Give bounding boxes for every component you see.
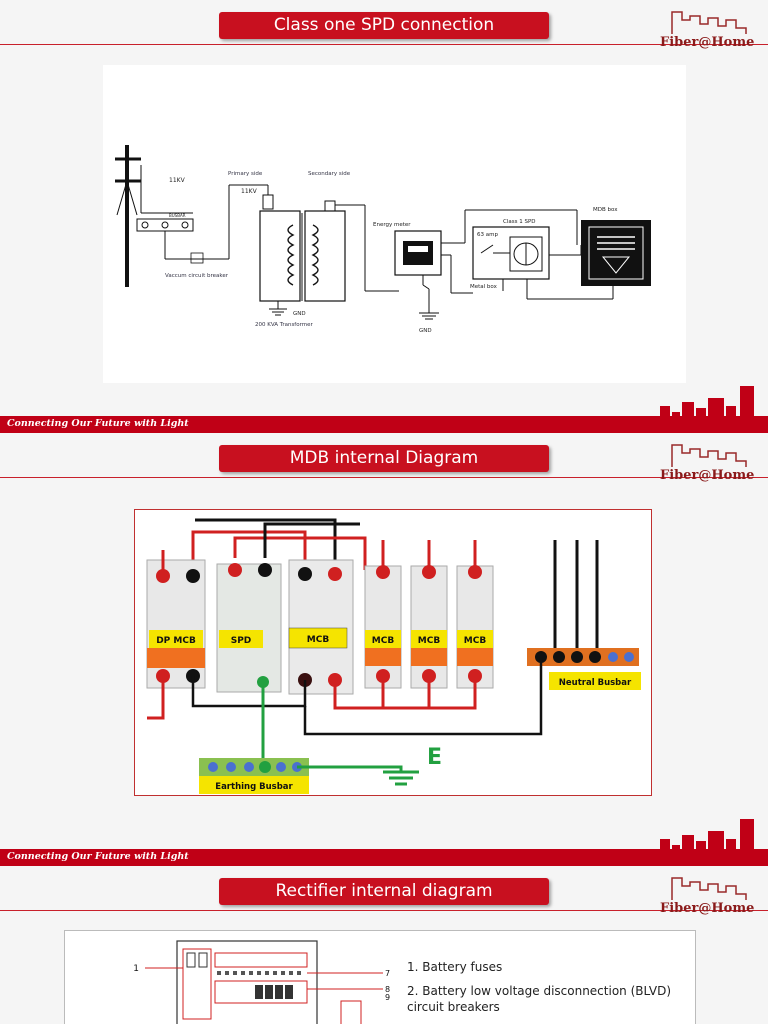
slide-title: MDB internal Diagram xyxy=(219,445,549,472)
spd-label: SPD xyxy=(231,636,252,646)
gnd2-label: GND xyxy=(419,328,432,334)
skyline-icon xyxy=(671,444,747,467)
fiberathome-logo: Fiber@Home xyxy=(660,872,760,922)
title-rule xyxy=(0,44,768,45)
callout-9: 9 xyxy=(385,993,390,1002)
vcb-label: Vaccum circuit breaker xyxy=(165,273,229,279)
slide-rectifier-internal: Rectifier internal diagram Fiber@Home xyxy=(0,866,768,1024)
slide-mdb-internal: MDB internal Diagram Fiber@Home DP MCB xyxy=(0,433,768,866)
class1-spd-label: Class 1 SPD xyxy=(503,219,536,225)
slide-spd-connection: Class one SPD connection Fiber@Home 11KV… xyxy=(0,0,768,433)
rectifier-diagram: 1 7 8 9 1. Battery fuses 2. Battery low … xyxy=(64,930,696,1024)
slide-title: Rectifier internal diagram xyxy=(219,878,549,905)
busbar-label: BUSBAR xyxy=(169,213,186,218)
skyline-icon xyxy=(671,11,747,34)
footer-slogan: Connecting Our Future with Light xyxy=(7,851,189,862)
logo-text: Fiber@Home xyxy=(660,35,755,50)
mcb2-label: MCB xyxy=(418,636,441,646)
slide-title: Class one SPD connection xyxy=(219,12,549,39)
earth-e-label: E xyxy=(427,745,442,770)
dp-mcb-label: DP MCB xyxy=(156,636,196,646)
skyline-icon xyxy=(671,877,747,900)
callout-8: 8 xyxy=(385,985,390,994)
legend-item-2: 2. Battery low voltage disconnection (BL… xyxy=(407,984,671,998)
mdb-diagram: DP MCB SPD MCB MCB xyxy=(134,509,652,796)
title-rule xyxy=(0,477,768,478)
kv1-label: 11KV xyxy=(169,177,186,184)
callout-1: 1 xyxy=(133,964,139,974)
mcb-center-label: MCB xyxy=(307,635,330,645)
footer-bar: Connecting Our Future with Light xyxy=(0,849,768,866)
metal-box-label: Metal box xyxy=(470,284,498,290)
footer-slogan: Connecting Our Future with Light xyxy=(7,418,189,429)
fiberathome-logo: Fiber@Home xyxy=(660,439,760,489)
footer-skyline-icon xyxy=(660,384,760,422)
legend-item-1: 1. Battery fuses xyxy=(407,960,503,974)
energy-meter-label: Energy meter xyxy=(373,222,411,228)
amp-label: 63 amp xyxy=(477,232,498,238)
footer-bar: Connecting Our Future with Light xyxy=(0,416,768,433)
footer-skyline-icon xyxy=(660,817,760,855)
logo-text: Fiber@Home xyxy=(660,901,755,916)
legend-item-2-cont: circuit breakers xyxy=(407,1000,500,1014)
rectifier-legend: 1. Battery fuses 2. Battery low voltage … xyxy=(407,959,671,1015)
callout-7: 7 xyxy=(385,969,390,978)
transformer-label: 200 KVA Transformer xyxy=(255,322,314,328)
neutral-busbar-label: Neutral Busbar xyxy=(559,678,632,688)
logo-text: Fiber@Home xyxy=(660,468,755,483)
mcb1-label: MCB xyxy=(372,636,395,646)
kv2-label: 11KV xyxy=(241,188,258,195)
spd-connection-diagram: 11KV BUSBAR Vaccum circuit breaker Prima… xyxy=(103,65,686,383)
fiberathome-logo: Fiber@Home xyxy=(660,6,760,56)
mdb-box-label: MDB box xyxy=(593,207,618,213)
mcb3-label: MCB xyxy=(464,636,487,646)
earthing-busbar-label: Earthing Busbar xyxy=(215,782,293,792)
title-rule xyxy=(0,910,768,911)
primary-side-label: Primary side xyxy=(228,171,263,177)
gnd1-label: GND xyxy=(293,311,306,317)
secondary-side-label: Secondary side xyxy=(308,171,351,177)
